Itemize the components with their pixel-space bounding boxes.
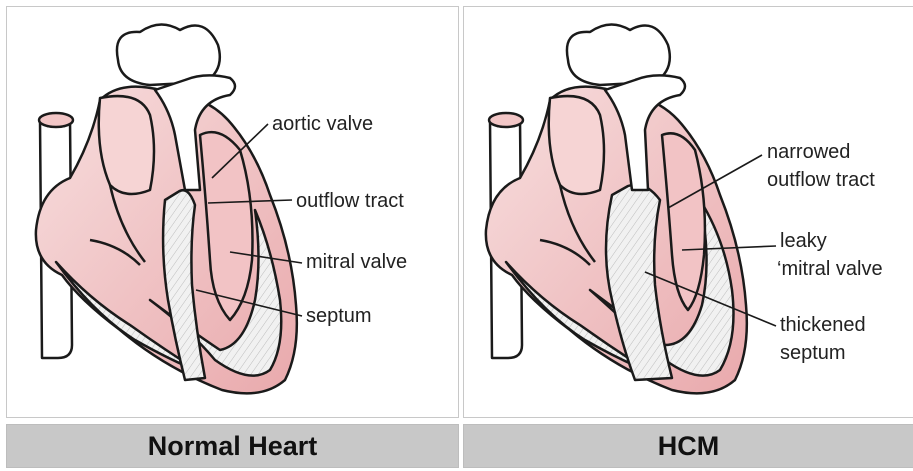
label-mitral-valve: mitral valve <box>306 251 407 273</box>
label-leaky-line1: leaky <box>780 230 827 252</box>
label-narrowed-line2: outflow tract <box>767 169 875 191</box>
label-thickened-line1: thickened <box>780 314 866 336</box>
label-outflow-tract: outflow tract <box>296 190 404 212</box>
label-narrowed-line1: narrowed <box>767 141 850 163</box>
label-thickened-line2: septum <box>780 342 846 364</box>
normal-heart-drawing <box>36 24 297 393</box>
label-septum: septum <box>306 305 372 327</box>
label-aortic-valve: aortic valve <box>272 113 373 135</box>
hcm-heart-drawing <box>486 24 747 393</box>
label-leaky-line2: ‘mitral valve <box>777 258 883 280</box>
